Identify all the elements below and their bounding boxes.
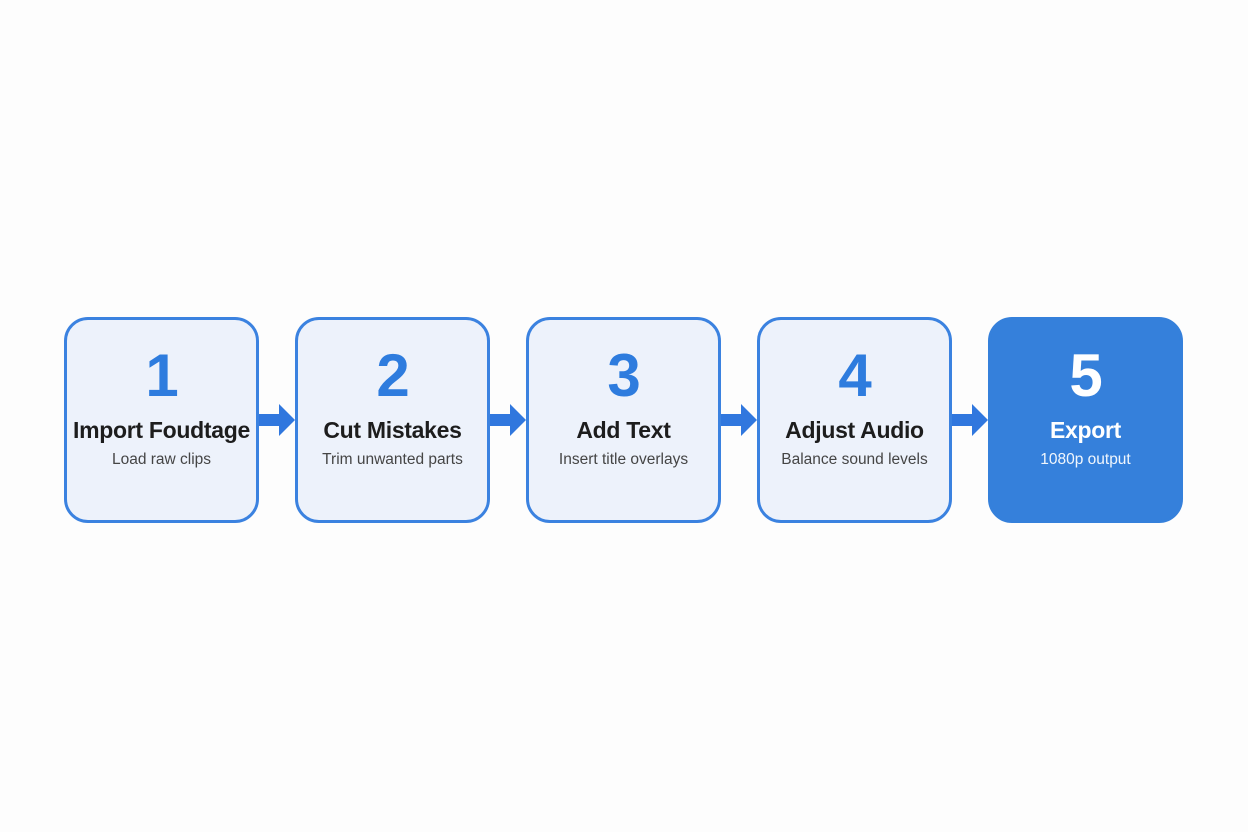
step-subtitle: 1080p output — [1040, 451, 1131, 468]
step-card-5-active: 5 Export 1080p output — [988, 317, 1183, 523]
arrow-head — [279, 404, 295, 436]
step-card-1: 1 Import Foudtage Load raw clips — [64, 317, 259, 523]
step-number: 4 — [838, 342, 871, 409]
arrow-right-icon — [952, 404, 988, 436]
arrow-right-icon — [721, 404, 757, 436]
step-subtitle: Balance sound levels — [781, 451, 928, 468]
arrow-shaft — [952, 414, 972, 426]
step-number: 3 — [607, 342, 640, 409]
arrow-head — [741, 404, 757, 436]
step-card-4: 4 Adjust Audio Balance sound levels — [757, 317, 952, 523]
arrow-right-icon — [490, 404, 526, 436]
step-number: 2 — [376, 342, 409, 409]
arrow-shaft — [490, 414, 510, 426]
step-title: Adjust Audio — [785, 417, 924, 443]
arrow-right-icon — [259, 404, 295, 436]
step-subtitle: Trim unwanted parts — [322, 451, 463, 468]
step-subtitle: Load raw clips — [111, 451, 212, 468]
step-title: Export — [1049, 417, 1122, 443]
step-card-2: 2 Cut Mistakes Trim unwanted parts — [295, 317, 490, 523]
arrow-head — [972, 404, 988, 436]
arrow-head — [510, 404, 526, 436]
process-flow: 1 Import Foudtage Load raw clips 2 Cut M… — [64, 317, 1184, 523]
step-number: 5 — [1069, 342, 1102, 409]
step-number: 1 — [145, 342, 178, 409]
arrow-shaft — [259, 414, 279, 426]
step-title: Cut Mistakes — [323, 417, 462, 443]
step-card-3: 3 Add Text Insert title overlays — [526, 317, 721, 523]
arrow-shaft — [721, 414, 741, 426]
step-title: Add Text — [576, 417, 671, 443]
step-subtitle: Insert title overlays — [558, 451, 689, 468]
step-title: Import Foudtage — [73, 417, 250, 443]
